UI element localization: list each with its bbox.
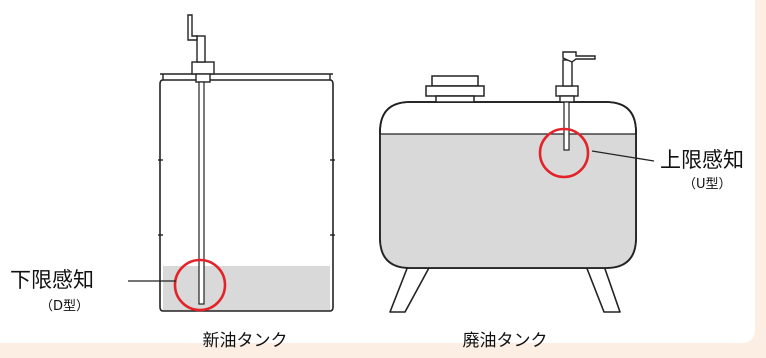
waste-oil-tank-sensor-circle [538, 127, 590, 179]
waste-oil-tank-sensor-type: （U型） [683, 177, 732, 192]
new-oil-tank-ribs [158, 159, 335, 236]
waste-oil-tank [379, 51, 655, 313]
waste-oil-tank-sensor-label: 上限感知 [660, 148, 744, 172]
new-oil-tank-sensor-type: （D型） [40, 299, 89, 314]
new-oil-tank [128, 14, 335, 312]
waste-oil-tank-liquid [380, 134, 636, 268]
new-oil-tank-sensor-circle [173, 258, 227, 312]
new-oil-tank-sensor-label: 下限感知 [10, 268, 94, 292]
new-oil-tank-caption: 新油タンク [203, 331, 288, 351]
waste-oil-tank-sensor-fitting [555, 51, 596, 103]
waste-oil-tank-filler-cap [425, 75, 485, 103]
waste-oil-tank-probe [563, 101, 570, 151]
waste-oil-tank-caption: 廃油タンク [463, 331, 548, 351]
new-oil-tank-sensor-fitting [187, 14, 215, 83]
waste-oil-tank-legs [389, 265, 621, 313]
new-oil-tank-probe [198, 81, 205, 305]
new-oil-tank-drum [159, 79, 334, 312]
new-oil-tank-liquid [163, 266, 330, 311]
waste-oil-tank-leader-line [591, 150, 655, 162]
